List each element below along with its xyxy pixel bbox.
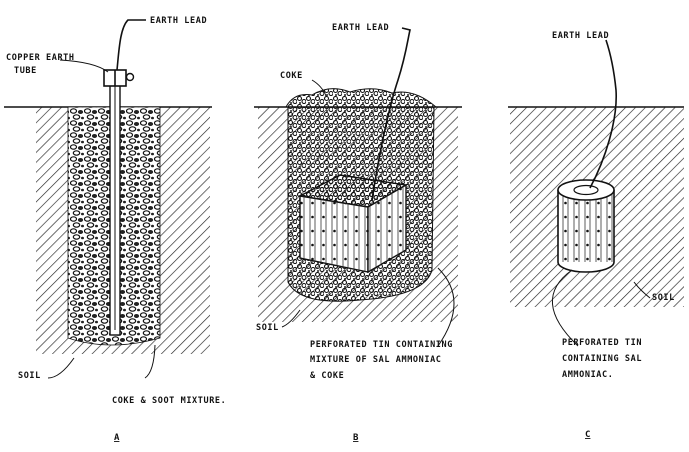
perforated-tin-c: [557, 179, 615, 273]
label-earth-lead-b: EARTH LEAD: [332, 23, 389, 33]
earth-lead-b: [371, 27, 411, 201]
earth-lead-c: [589, 39, 617, 189]
label-perforated-tin-b-1: PERFORATED TIN CONTAINING: [310, 340, 453, 350]
label-copper-earth-tube-2: TUBE: [14, 66, 37, 76]
coke-mound-b: [285, 88, 438, 108]
diagram-a: EARTH LEAD COPPER EARTH TUBE SOIL COKE &…: [4, 16, 226, 443]
caption-a: A: [114, 433, 120, 443]
label-earth-lead-c: EARTH LEAD: [552, 31, 609, 41]
diagram-b: EARTH LEAD COKE SOIL PERFORATED TIN CONT…: [254, 23, 462, 443]
label-soil-c: SOIL: [652, 293, 675, 303]
perforated-tin-b: [297, 174, 409, 274]
label-soil-b: SOIL: [256, 323, 279, 333]
earth-lead-a: [116, 19, 146, 71]
label-soil-a: SOIL: [18, 371, 41, 381]
diagram-c: EARTH LEAD SOIL PERFORATED TIN CONTAININ…: [508, 31, 684, 440]
label-copper-earth-tube-1: COPPER EARTH: [6, 53, 75, 63]
label-perforated-tin-c-1: PERFORATED TIN: [562, 338, 642, 348]
label-perforated-tin-b-2: MIXTURE OF SAL AMMONIAC: [310, 355, 442, 365]
caption-b: B: [353, 433, 359, 443]
label-coke-soot-mixture: COKE & SOOT MIXTURE.: [112, 396, 226, 406]
label-perforated-tin-b-3: & COKE: [310, 371, 344, 381]
label-perforated-tin-c-2: CONTAINING SAL: [562, 354, 642, 364]
label-earth-lead-a: EARTH LEAD: [150, 16, 207, 26]
label-perforated-tin-c-3: AMMONIAC.: [562, 370, 613, 380]
caption-c: C: [585, 430, 590, 440]
label-coke-b: COKE: [280, 71, 303, 81]
